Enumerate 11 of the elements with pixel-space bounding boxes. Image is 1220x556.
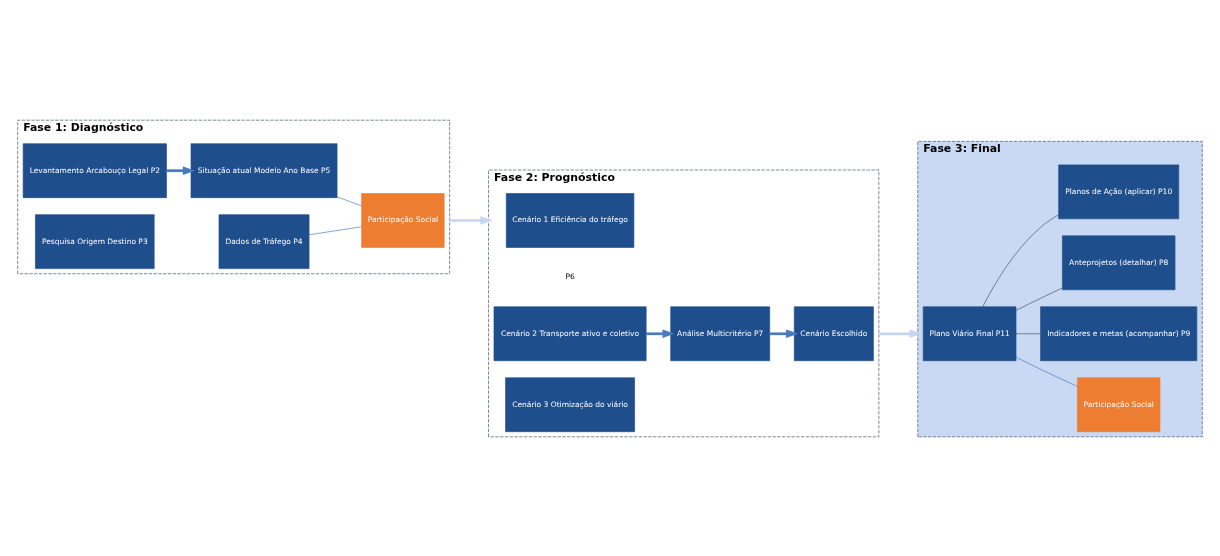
- arrow: [449, 215, 493, 225]
- arrow: [166, 165, 196, 175]
- connector: [308, 225, 362, 235]
- connector: [1015, 356, 1078, 387]
- connector: [1015, 332, 1041, 334]
- connector: [982, 213, 1059, 307]
- connector: [1015, 287, 1063, 311]
- arrow: [646, 328, 675, 338]
- connector: [336, 196, 362, 206]
- arrow: [769, 328, 799, 338]
- arrow: [878, 328, 922, 338]
